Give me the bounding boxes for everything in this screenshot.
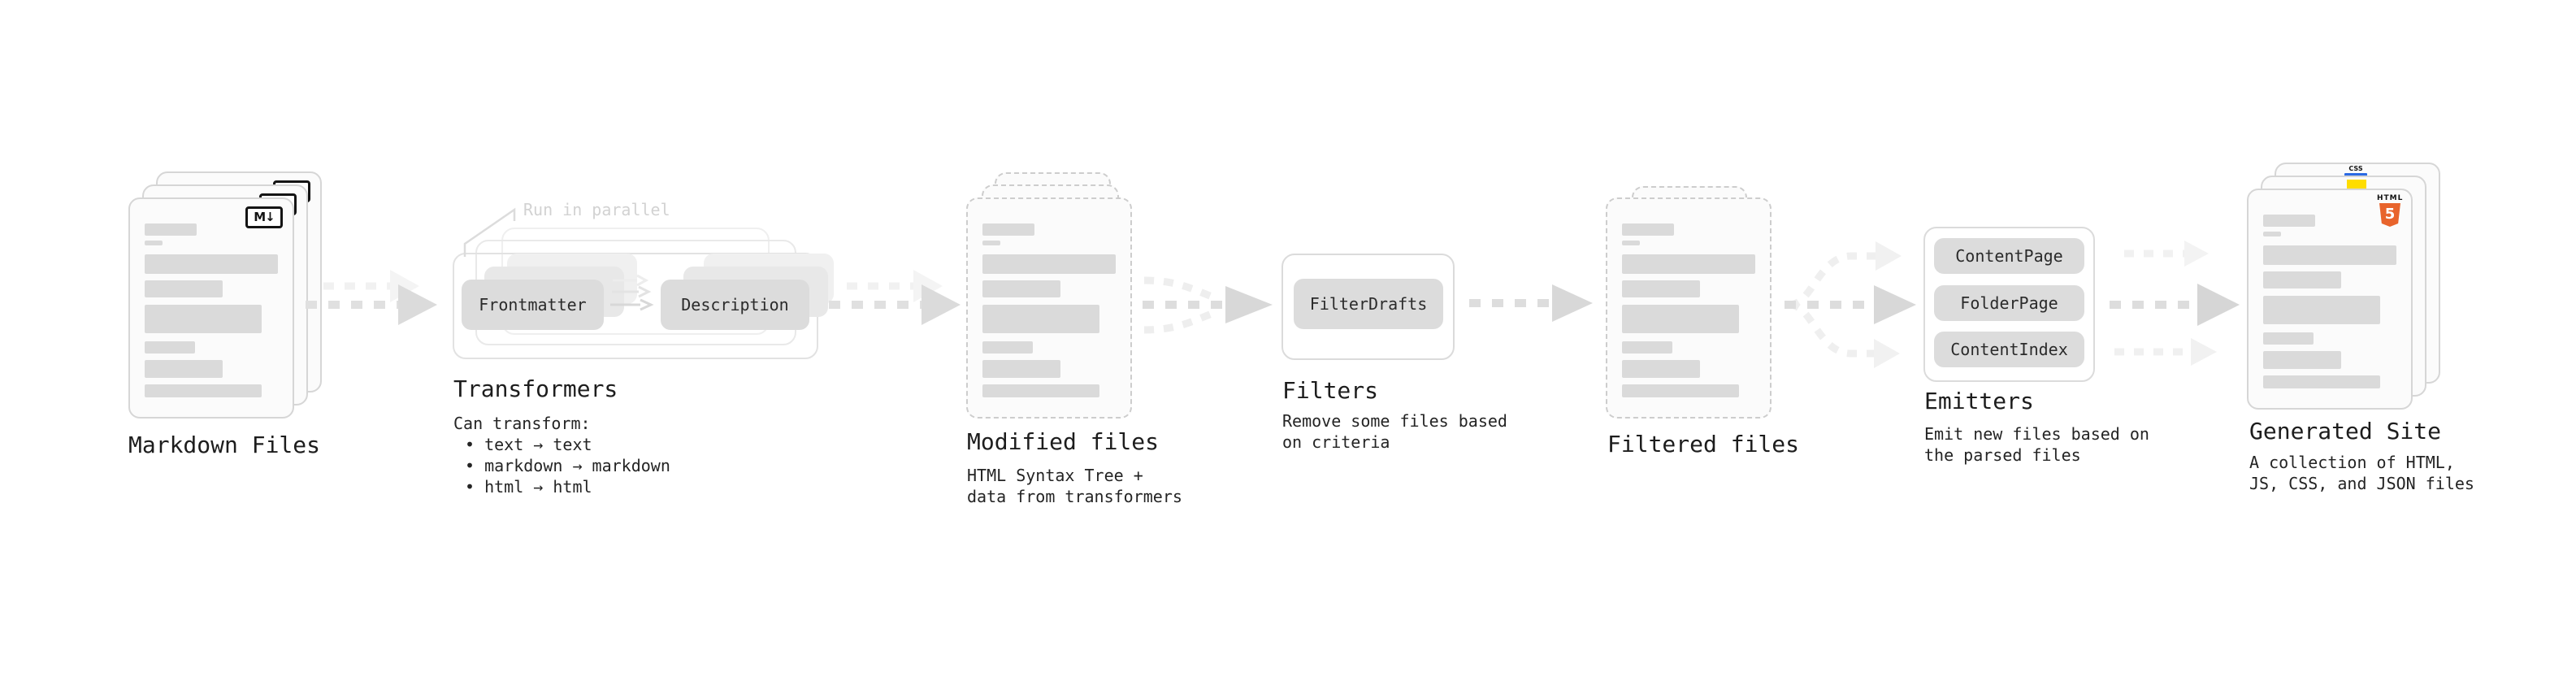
- arrow-filters-to-filtered: [1469, 284, 1593, 322]
- css-icon-bar: [2344, 173, 2367, 176]
- folder-page-label: FolderPage: [1960, 293, 2058, 313]
- frontmatter-label: Frontmatter: [479, 295, 587, 314]
- text-line-bar: [982, 280, 1060, 297]
- file-text-lines: [2263, 215, 2396, 388]
- modified-files-label: Modified files: [967, 428, 1160, 455]
- css-icon: CSS: [2344, 166, 2367, 176]
- markdown-icon: M↓: [245, 206, 283, 228]
- filtered-file-card-front: [1606, 197, 1772, 419]
- text-line-bar: [1622, 241, 1640, 245]
- transformers-caption: Can transform:: [453, 414, 591, 433]
- text-line-bar: [145, 241, 163, 245]
- text-line-bar: [2263, 296, 2380, 324]
- text-line-bar: [1622, 254, 1755, 274]
- site-file-card-html: HTML 5: [2247, 189, 2413, 410]
- generated-site-label: Generated Site: [2249, 418, 2442, 445]
- text-line-bar: [2263, 351, 2341, 369]
- markdown-file-card-front: M↓: [128, 197, 294, 419]
- text-line-bar: [145, 254, 278, 274]
- text-line-bar: [982, 241, 1000, 245]
- text-line-bar: [1622, 341, 1672, 354]
- content-index-pill: ContentIndex: [1934, 332, 2084, 367]
- emitters-label: Emitters: [1924, 388, 2034, 414]
- text-line-bar: [145, 384, 262, 397]
- transformers-bullet-list: • text → text • markdown → markdown • ht…: [465, 434, 670, 497]
- text-line-bar: [145, 341, 195, 354]
- text-line-bar: [1622, 384, 1739, 397]
- bullet-item: • text → text: [465, 435, 592, 454]
- html5-icon-shield: 5: [2379, 203, 2400, 227]
- filters-label: Filters: [1282, 377, 1379, 404]
- text-line-bar: [145, 305, 262, 333]
- text-line-bar: [2263, 271, 2341, 288]
- description-label: Description: [681, 295, 789, 314]
- html5-icon-caption: HTML: [2377, 194, 2404, 202]
- arrow-emitters-to-site: [2110, 241, 2240, 366]
- file-text-lines: [145, 223, 278, 397]
- content-index-label: ContentIndex: [1950, 340, 2068, 359]
- text-line-bar: [1622, 305, 1739, 333]
- transformers-label: Transformers: [453, 375, 618, 402]
- bullet-item: • html → html: [465, 477, 592, 497]
- text-line-bar: [2263, 332, 2314, 345]
- text-line-bar: [145, 223, 197, 236]
- text-line-bar: [2263, 375, 2380, 388]
- arrow-filtered-to-emitters: [1785, 241, 1916, 368]
- filtered-files-label: Filtered files: [1607, 431, 1800, 458]
- content-page-label: ContentPage: [1955, 246, 2063, 266]
- filter-drafts-label: FilterDrafts: [1309, 294, 1428, 314]
- text-line-bar: [982, 341, 1033, 354]
- text-line-bar: [2263, 245, 2396, 265]
- html5-icon: HTML 5: [2377, 194, 2403, 227]
- folder-page-pill: FolderPage: [1934, 285, 2084, 321]
- text-line-bar: [1622, 280, 1700, 297]
- text-line-bar: [982, 223, 1034, 236]
- text-line-bar: [145, 360, 223, 378]
- text-line-bar: [982, 384, 1099, 397]
- content-page-pill: ContentPage: [1934, 238, 2084, 274]
- text-line-bar: [1622, 223, 1674, 236]
- text-line-bar: [1622, 360, 1700, 378]
- filter-drafts-pill: FilterDrafts: [1294, 279, 1443, 329]
- text-line-bar: [982, 254, 1116, 274]
- text-line-bar: [145, 280, 223, 297]
- text-line-bar: [982, 305, 1099, 333]
- text-line-bar: [2263, 232, 2281, 236]
- arrow-modified-to-filters: [1143, 276, 1273, 334]
- js-icon: [2347, 180, 2366, 189]
- file-text-lines: [1622, 223, 1755, 397]
- run-in-parallel-annotation: Run in parallel: [523, 200, 670, 219]
- file-text-lines: [982, 223, 1116, 397]
- filters-caption: Remove some files based on criteria: [1282, 411, 1507, 452]
- emitters-caption: Emit new files based on the parsed files: [1924, 424, 2149, 465]
- text-line-bar: [982, 360, 1060, 378]
- bullet-item: • markdown → markdown: [465, 456, 670, 475]
- generated-site-caption: A collection of HTML, JS, CSS, and JSON …: [2249, 453, 2474, 493]
- css-icon-label: CSS: [2348, 165, 2363, 172]
- modified-file-card-front: [966, 197, 1132, 419]
- transformer-description-pill: Description: [661, 280, 809, 330]
- markdown-files-label: Markdown Files: [128, 432, 321, 458]
- arrow-transformers-to-modified: [829, 270, 961, 325]
- modified-files-caption: HTML Syntax Tree + data from transformer…: [967, 466, 1182, 506]
- transformer-frontmatter-pill: Frontmatter: [462, 280, 604, 330]
- text-line-bar: [2263, 215, 2315, 227]
- run-in-parallel-leader-line: [463, 207, 516, 257]
- arrow-markdown-to-transformers: [306, 270, 437, 325]
- parallel-step-arrows: [610, 274, 654, 311]
